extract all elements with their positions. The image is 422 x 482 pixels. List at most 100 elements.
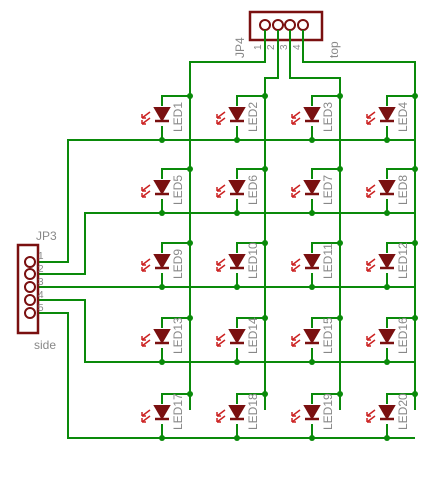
column-junction [262, 166, 268, 172]
jp3-pin-4 [24, 294, 36, 306]
light-emission-arrow-icon [141, 264, 151, 272]
light-emission-arrow-icon [216, 409, 226, 417]
row-wire-4 [38, 299, 415, 363]
led-diode-symbol [303, 180, 321, 195]
column-junction [412, 93, 418, 99]
led-anode-wire [386, 95, 415, 106]
led-anode-wire [161, 317, 190, 328]
jp4-pin-4 [297, 19, 309, 31]
led-anode-wire [311, 317, 340, 328]
led-anode-wire [386, 393, 415, 404]
jp4-pin-label-4: 4 [292, 44, 303, 50]
row-junction [234, 210, 240, 216]
column-junction [187, 240, 193, 246]
row-junction [159, 284, 165, 290]
jp4-name: JP4 [233, 37, 247, 58]
led-label: LED13 [171, 317, 185, 354]
led-label: LED8 [396, 175, 410, 205]
light-emission-arrow-icon [141, 117, 151, 125]
led-label: LED11 [321, 243, 335, 279]
light-emission-arrow-icon [366, 409, 376, 417]
jp4-side-label: top [327, 41, 341, 58]
led-anode-wire [236, 242, 265, 253]
led-diode-symbol [153, 254, 171, 269]
led-anode-wire [311, 393, 340, 404]
light-emission-arrow-icon [216, 258, 226, 266]
led-diode-symbol [303, 107, 321, 122]
row-junction [384, 137, 390, 143]
light-emission-arrow-icon [291, 258, 301, 266]
led-anode-wire [161, 95, 190, 106]
led: LED4 [366, 93, 418, 143]
column-junction [187, 315, 193, 321]
led: LED19 [291, 391, 343, 441]
led-anode-wire [386, 242, 415, 253]
led-diode-symbol [378, 254, 396, 269]
light-emission-arrow-icon [141, 111, 151, 119]
led-diode-symbol [228, 254, 246, 269]
led: LED11 [291, 240, 343, 290]
row-wire-2 [38, 212, 415, 275]
led-label: LED2 [246, 102, 260, 132]
led-label: LED1 [171, 102, 185, 132]
column-junction [262, 93, 268, 99]
jp3-name: JP3 [36, 229, 57, 243]
led-label: LED4 [396, 102, 410, 132]
row-junction [309, 137, 315, 143]
led-diode-symbol [153, 107, 171, 122]
jp3-body [16, 243, 40, 335]
column-junction [412, 315, 418, 321]
column-junction [337, 93, 343, 99]
jp3-side-label: side [34, 338, 56, 352]
led-label: LED3 [321, 102, 335, 132]
light-emission-arrow-icon [366, 190, 376, 198]
led-label: LED18 [246, 393, 260, 430]
light-emission-arrow-icon [216, 111, 226, 119]
led-label: LED15 [321, 317, 335, 354]
jp4-pin-1 [259, 19, 271, 31]
row-junction [309, 359, 315, 365]
light-emission-arrow-icon [366, 111, 376, 119]
column-junction [412, 391, 418, 397]
row-junction [159, 435, 165, 441]
led-label: LED20 [396, 393, 410, 430]
led: LED8 [366, 166, 418, 216]
light-emission-arrow-icon [141, 409, 151, 417]
light-emission-arrow-icon [216, 333, 226, 341]
light-emission-arrow-icon [141, 190, 151, 198]
light-emission-arrow-icon [366, 264, 376, 272]
light-emission-arrow-icon [291, 333, 301, 341]
row-junction [234, 137, 240, 143]
led: LED1 [141, 93, 193, 143]
light-emission-arrow-icon [291, 409, 301, 417]
jp4-pin-2 [272, 19, 284, 31]
column-junction [337, 315, 343, 321]
led-anode-wire [236, 393, 265, 404]
light-emission-arrow-icon [216, 117, 226, 125]
light-emission-arrow-icon [291, 264, 301, 272]
column-junction [337, 166, 343, 172]
column-junction [337, 240, 343, 246]
led-diode-symbol [153, 405, 171, 420]
row-junction [159, 137, 165, 143]
column-junction [187, 391, 193, 397]
led-diode-symbol [153, 180, 171, 195]
column-junction [412, 166, 418, 172]
column-wire-2 [264, 53, 279, 410]
row-wire-5 [38, 312, 415, 439]
led: LED14 [216, 315, 268, 365]
jp3-pin-5 [24, 307, 36, 319]
light-emission-arrow-icon [291, 117, 301, 125]
row-junction [309, 210, 315, 216]
led-diode-symbol [303, 329, 321, 344]
led: LED18 [216, 391, 268, 441]
row-wire-1 [38, 139, 415, 263]
row-junction [234, 359, 240, 365]
row-junction [159, 210, 165, 216]
light-emission-arrow-icon [291, 339, 301, 347]
led: LED17 [141, 391, 193, 441]
light-emission-arrow-icon [291, 190, 301, 198]
led: LED7 [291, 166, 343, 216]
led-diode-symbol [228, 180, 246, 195]
